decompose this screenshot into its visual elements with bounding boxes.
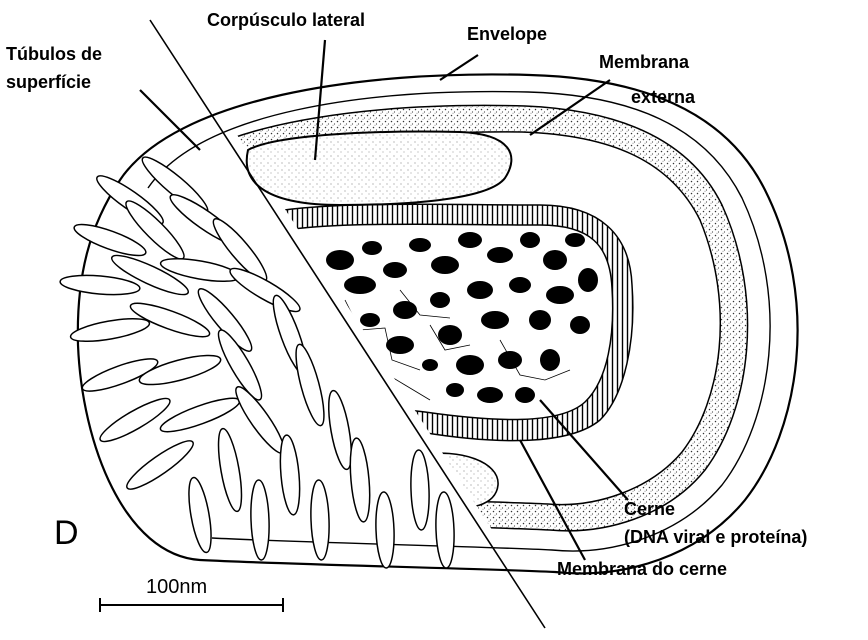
panel-letter: D [54, 514, 79, 553]
label-membrana-externa-line2: externa [631, 87, 695, 108]
label-cerne-line1: Cerne [624, 499, 675, 520]
scale-bar-label: 100nm [146, 576, 207, 599]
label-envelope: Envelope [467, 24, 547, 45]
label-tubulos-line2: superfície [6, 72, 91, 93]
label-cerne-line2: (DNA viral e proteína) [624, 527, 807, 548]
scale-bar [100, 598, 283, 612]
lateral-body-top [247, 132, 512, 205]
label-membrana-do-cerne: Membrana do cerne [557, 559, 727, 580]
label-tubulos-line1: Túbulos de [6, 44, 102, 65]
label-membrana-externa-line1: Membrana [599, 52, 689, 73]
label-corpusculo-lateral: Corpúsculo lateral [207, 10, 365, 31]
